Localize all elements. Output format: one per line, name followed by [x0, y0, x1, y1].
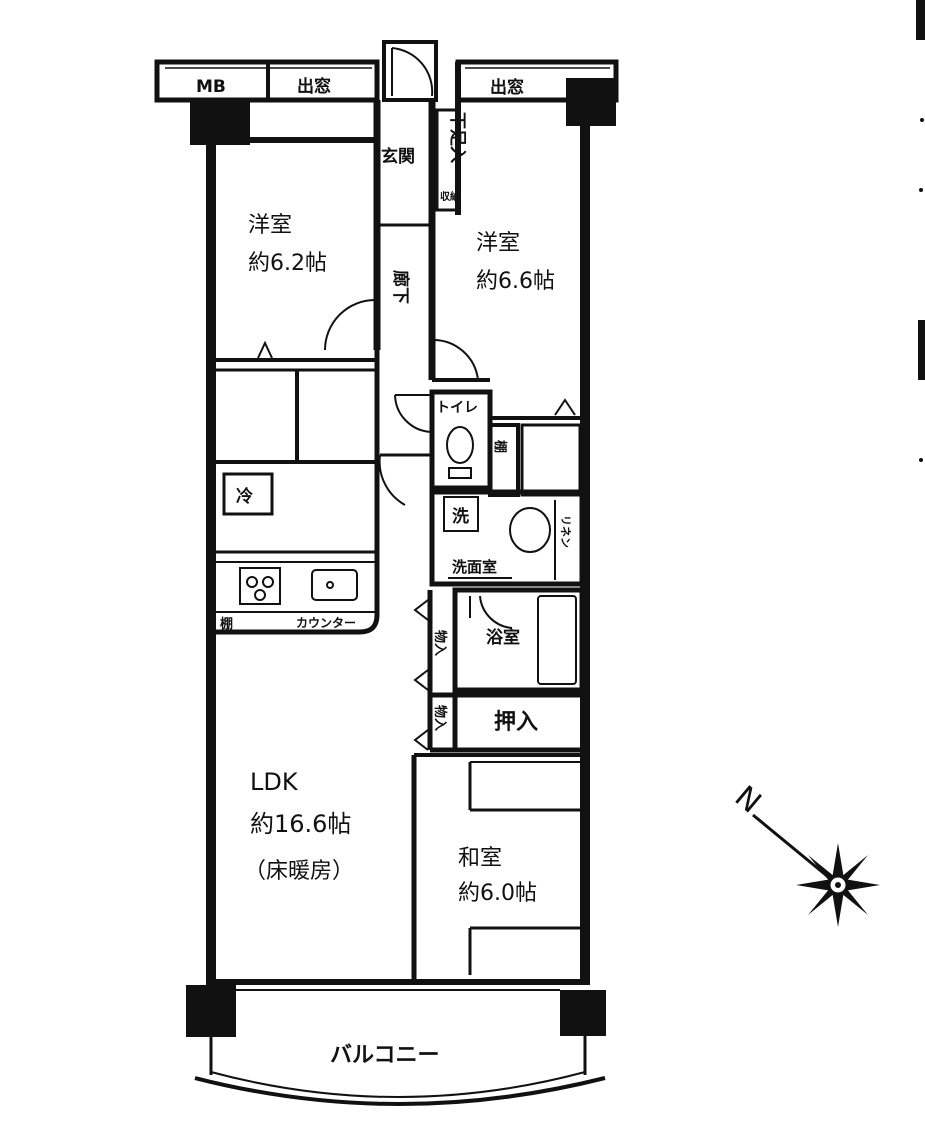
label-hallway: 廊下	[390, 270, 411, 304]
label-north: N	[728, 779, 768, 820]
shoe-closet	[435, 108, 459, 212]
label-mb: MB	[196, 77, 226, 97]
compass-icon	[752, 813, 880, 927]
scan-dot	[920, 118, 924, 122]
label-western-room-2-size: 約6.6帖	[476, 269, 555, 294]
label-window-right: 出窓	[490, 77, 524, 98]
label-japanese-room: 和室	[458, 846, 502, 871]
closets-left	[211, 368, 377, 464]
label-storage-small: 収納	[440, 190, 460, 203]
label-shelf: 棚	[220, 616, 233, 632]
scan-dot	[919, 458, 923, 462]
label-japanese-room-size: 約6.0帖	[458, 881, 537, 906]
label-shoe-closet: 下足入	[447, 112, 467, 163]
label-linen: リネン	[559, 515, 572, 548]
label-western-room-1: 洋室	[248, 213, 292, 238]
label-fridge: 冷	[236, 486, 253, 507]
label-window-left: 出窓	[297, 76, 331, 97]
kitchen	[211, 472, 380, 635]
scan-dot	[919, 188, 923, 192]
label-closet-1: 物入	[432, 630, 448, 656]
western-room-1-walls	[211, 137, 377, 362]
label-washer: 洗	[452, 506, 469, 527]
top-bay-left	[154, 59, 380, 103]
label-western-room-2: 洋室	[476, 231, 520, 256]
japanese-room	[411, 753, 585, 982]
hallway-walls	[373, 62, 461, 520]
closet-column	[413, 590, 585, 753]
label-wash-room: 洗面室	[452, 558, 497, 576]
label-entrance: 玄関	[381, 146, 415, 167]
entrance-door	[382, 40, 438, 102]
wash-room	[429, 489, 585, 587]
label-closet-2: 物入	[432, 705, 448, 731]
western-room-2-walls	[432, 97, 585, 420]
scan-mark	[918, 320, 925, 380]
label-ldk-size: 約16.6帖	[250, 810, 351, 838]
linen-closets	[488, 423, 582, 497]
label-balcony: バルコニー	[330, 1043, 440, 1068]
label-oshiire: 押入	[494, 709, 538, 735]
label-western-room-1-size: 約6.2帖	[248, 251, 327, 276]
column-bottom-left	[186, 985, 236, 1037]
label-toilet: トイレ	[436, 400, 478, 416]
label-counter: カウンター	[296, 616, 356, 630]
column-bottom-right	[560, 990, 606, 1036]
label-bath: 浴室	[486, 627, 520, 648]
label-ldk: LDK	[250, 768, 299, 796]
balcony	[194, 989, 606, 1106]
label-ldk-note: （床暖房）	[244, 859, 354, 884]
label-cabinet: 棚	[492, 440, 508, 453]
scan-mark	[916, 0, 925, 40]
